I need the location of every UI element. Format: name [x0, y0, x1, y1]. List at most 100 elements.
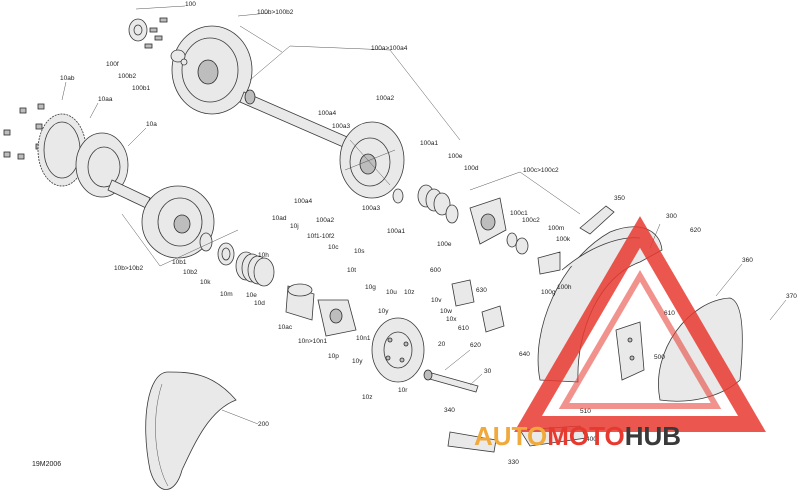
watermark-text-auto: AUTO: [474, 421, 547, 451]
rings-100m-100k: [506, 232, 561, 275]
washer-100: [128, 17, 168, 49]
callout-100a3-mid: 100a3: [362, 205, 380, 212]
callout-300: 300: [666, 213, 677, 220]
callout-510: 510: [580, 408, 591, 415]
callout-10s: 10s: [354, 248, 365, 255]
callout-100d: 100d: [464, 165, 479, 172]
callout-10k: 10k: [200, 279, 211, 286]
callout-100: 100: [185, 1, 196, 8]
callout-100e-top: 100e: [448, 153, 463, 160]
callout-100c1: 100c1: [510, 210, 528, 217]
callout-100b-100b2: 100b>100b2: [257, 9, 294, 16]
callout-10ad: 10ad: [272, 215, 287, 222]
callout-610-a: 610: [458, 325, 469, 332]
rings-100d-100e: [392, 184, 459, 224]
callout-100h: 100h: [557, 284, 572, 291]
cap-10ac: [285, 283, 315, 321]
callout-100c-100c2: 100c>100c2: [523, 167, 559, 174]
callout-200: 200: [258, 421, 269, 428]
callout-10d: 10d: [254, 300, 265, 307]
bracket-600: [451, 279, 505, 333]
callout-10p: 10p: [328, 353, 339, 360]
callout-10ab: 10ab: [60, 75, 75, 82]
callout-330: 330: [508, 459, 519, 466]
callout-100e-bot: 100e: [437, 241, 452, 248]
callout-10x: 10x: [446, 316, 457, 323]
callout-10j: 10j: [290, 223, 299, 230]
callout-10g: 10g: [365, 284, 376, 291]
rings-10b1-10k: [199, 232, 235, 266]
callout-10b1: 10b1: [172, 259, 187, 266]
callout-10v: 10v: [431, 297, 442, 304]
callout-10n-10n1: 10n>10n1: [298, 338, 327, 345]
callout-340: 340: [444, 407, 455, 414]
callout-10n1: 10n1: [356, 335, 371, 342]
callout-100a1-top: 100a1: [420, 140, 438, 147]
callout-100c2: 100c2: [522, 217, 540, 224]
callout-100g: 100g: [541, 289, 556, 296]
callout-10aa: 10aa: [98, 96, 113, 103]
callout-10z-bot: 10z: [362, 394, 372, 401]
callout-10h: 10h: [258, 252, 269, 259]
callout-610-b: 610: [664, 310, 675, 317]
callout-400: 400: [586, 436, 597, 443]
callout-10u: 10u: [386, 289, 397, 296]
callout-10ac: 10ac: [278, 324, 293, 331]
callout-10w: 10w: [440, 308, 452, 315]
bracket-330: [447, 431, 497, 453]
callout-100f: 100f: [106, 61, 119, 68]
cam-100c: [469, 197, 507, 245]
watermark: AUTOMOTOHUB: [474, 216, 766, 451]
callout-100b2: 100b2: [118, 73, 136, 80]
callout-10b2: 10b2: [183, 269, 198, 276]
guard-tab-350: [579, 205, 615, 235]
spring-10m: [235, 251, 275, 287]
spider-100a1: [339, 121, 405, 199]
watermark-triangle: [514, 216, 766, 432]
callout-100a4: 100a4: [318, 110, 336, 117]
bolt-30: [423, 369, 479, 393]
movable-sheave-10b: [141, 185, 215, 259]
drive-sheave-10a: [75, 132, 151, 209]
callout-100b1: 100b1: [132, 85, 150, 92]
callout-10t: 10t: [347, 267, 356, 274]
callout-640: 640: [519, 351, 530, 358]
callout-100a2-mid: 100a2: [316, 217, 334, 224]
callout-100a3-top: 100a3: [332, 123, 350, 130]
callout-10y-top: 10y: [378, 308, 389, 315]
callout-10c: 10c: [328, 244, 339, 251]
callout-10z-top: 10z: [404, 289, 414, 296]
callout-370: 370: [786, 293, 797, 300]
diagram-code: 19M2006: [32, 461, 61, 468]
bracket-500: [615, 321, 645, 381]
callout-500: 500: [654, 354, 665, 361]
callout-100m: 100m: [548, 225, 564, 232]
callout-630: 630: [476, 287, 487, 294]
callout-10f1-10f2: 10f1-10f2: [307, 233, 335, 240]
watermark-text-moto: MOTO: [547, 421, 625, 451]
watermark-triangle-inner: [558, 270, 722, 409]
callout-350: 350: [614, 195, 625, 202]
callout-360: 360: [742, 257, 753, 264]
spider-10n: [317, 299, 357, 337]
callout-10e: 10e: [246, 292, 257, 299]
callout-620-top: 620: [690, 227, 701, 234]
callout-10b-10b2: 10b>10b2: [114, 265, 143, 272]
callout-10a: 10a: [146, 121, 157, 128]
svg-text:AUTOMOTOHUB: AUTOMOTOHUB: [474, 421, 681, 451]
callout-10y-bot: 10y: [352, 358, 363, 365]
drive-belt-200: [145, 371, 237, 490]
callout-10r: 10r: [398, 387, 408, 394]
fixed-sheave-100b: [170, 25, 253, 115]
watermark-text-hub: HUB: [625, 421, 681, 451]
callout-30: 30: [484, 368, 492, 375]
callout-10m: 10m: [220, 291, 233, 298]
cover-10r: [371, 317, 425, 383]
callout-600: 600: [430, 267, 441, 274]
callout-100k: 100k: [556, 236, 571, 243]
callout-620-mid: 620: [470, 342, 481, 349]
callout-100a1-bot: 100a1: [387, 228, 405, 235]
callout-100a2: 100a2: [376, 95, 394, 102]
